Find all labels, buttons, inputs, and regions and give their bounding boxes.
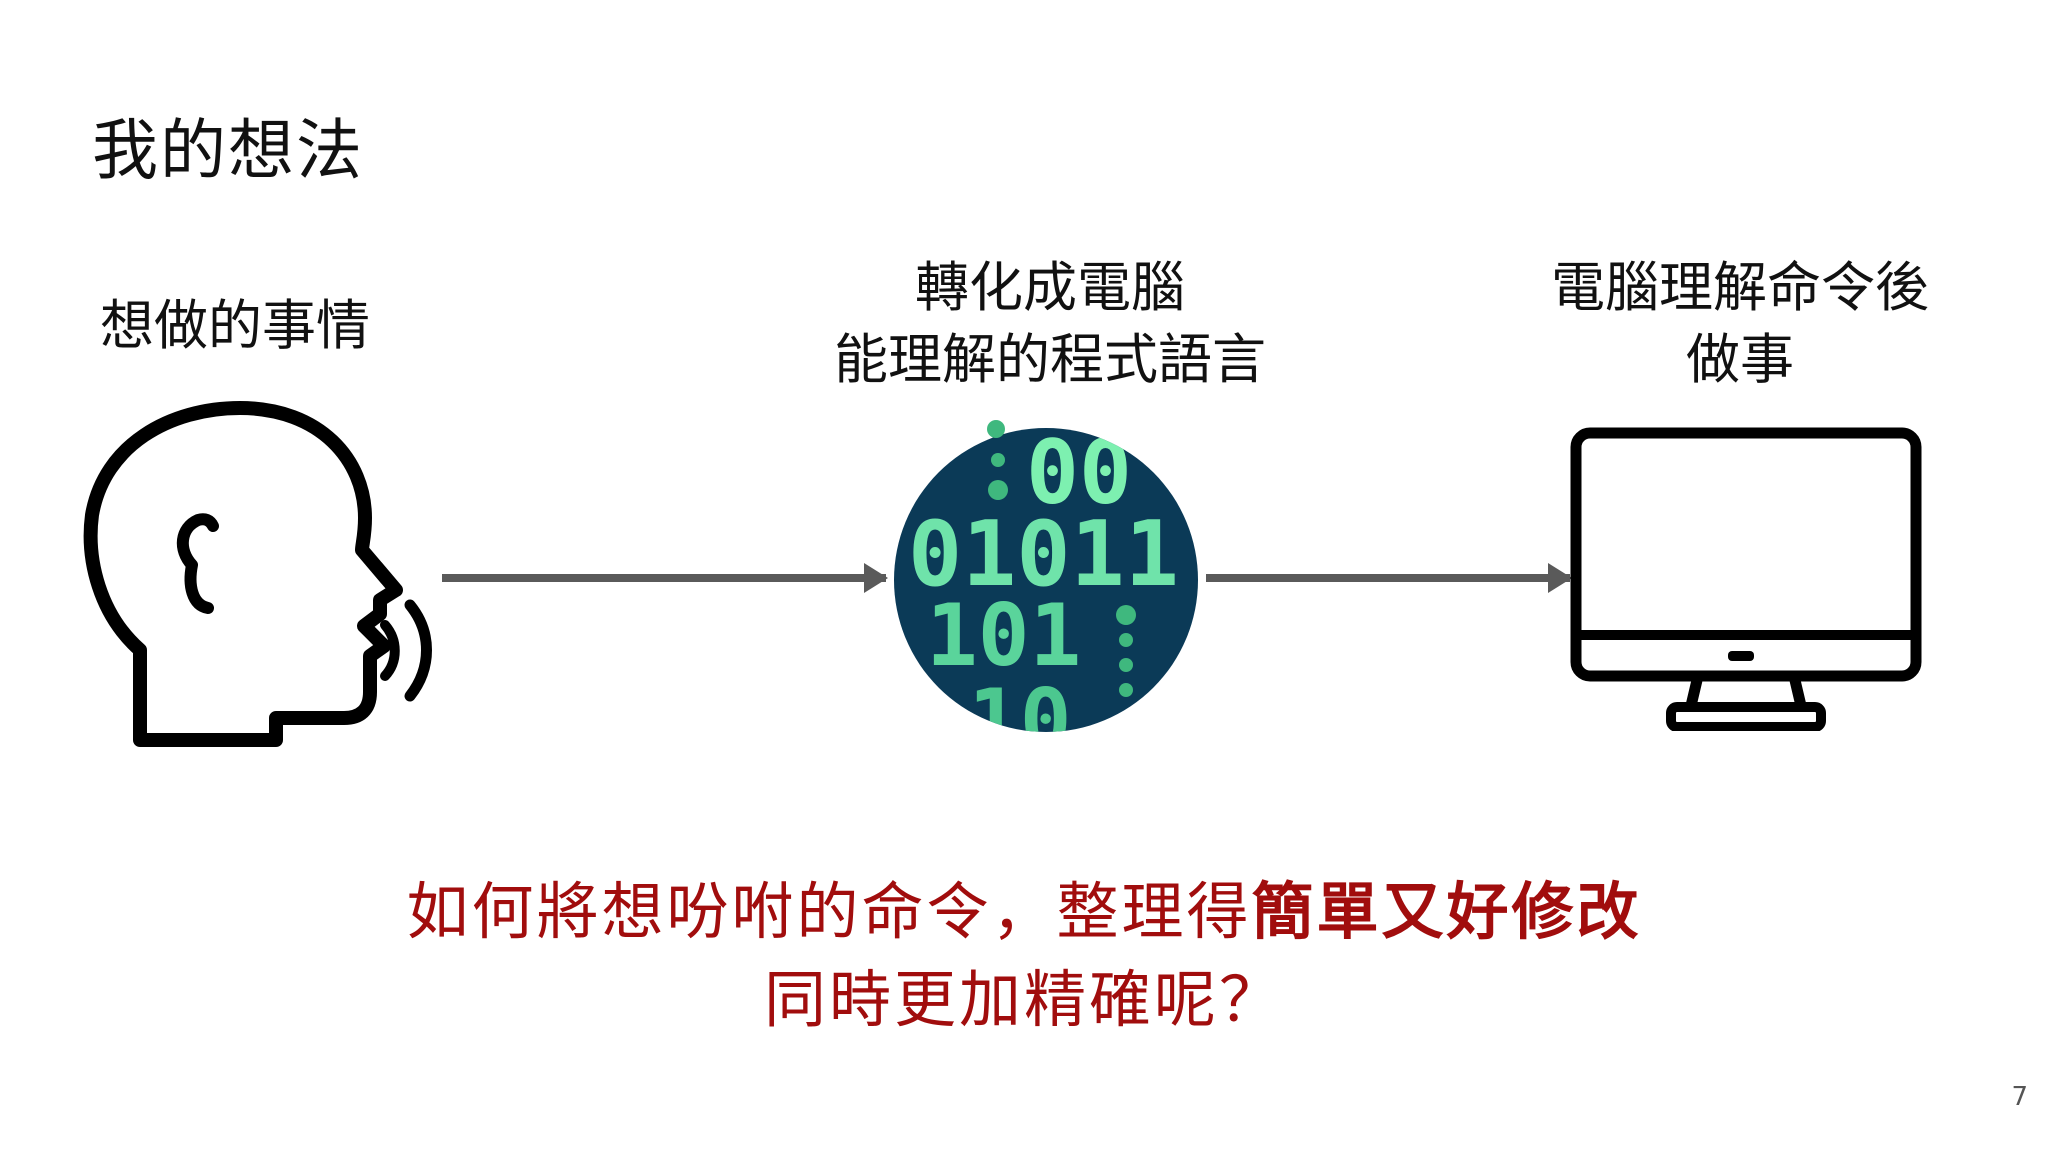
key-question: 如何將想吩咐的命令，整理得簡單又好修改 同時更加精確呢？ [200,868,1848,1044]
flow-arrow-1 [442,563,888,593]
binary-row-4: 10 [968,671,1072,735]
step-label-execute-line1: 電腦理解命令後 [1551,256,1929,319]
step-label-execute: 電腦理解命令後 做事 [1510,252,1970,396]
flow-arrow-2 [1206,563,1572,593]
question-text-normal: 如何將想吩咐的命令，整理得 [406,875,1252,948]
binary-row-2: 01011 [908,502,1179,607]
speaking-head-icon [83,401,432,747]
step-label-convert-line2: 能理解的程式語言 [834,328,1266,391]
step-label-idea: 想做的事情 [100,290,420,362]
binary-code-icon: 00 01011 101 10 [894,420,1198,735]
step-label-convert: 轉化成電腦 能理解的程式語言 [780,252,1320,396]
key-question-line1: 如何將想吩咐的命令，整理得簡單又好修改 [200,868,1848,956]
page-number: 7 [2011,1082,2028,1112]
step-label-execute-line2: 做事 [1686,328,1794,391]
step-label-idea-line1: 想做的事情 [100,294,370,357]
binary-row-3: 101 [926,586,1081,686]
question-text-emphasis: 簡單又好修改 [1251,875,1642,948]
slide-title: 我的想法 [92,112,364,189]
key-question-line2: 同時更加精確呢？ [763,963,1284,1036]
step-label-convert-line1: 轉化成電腦 [915,256,1185,319]
computer-monitor-icon [1570,427,1922,731]
